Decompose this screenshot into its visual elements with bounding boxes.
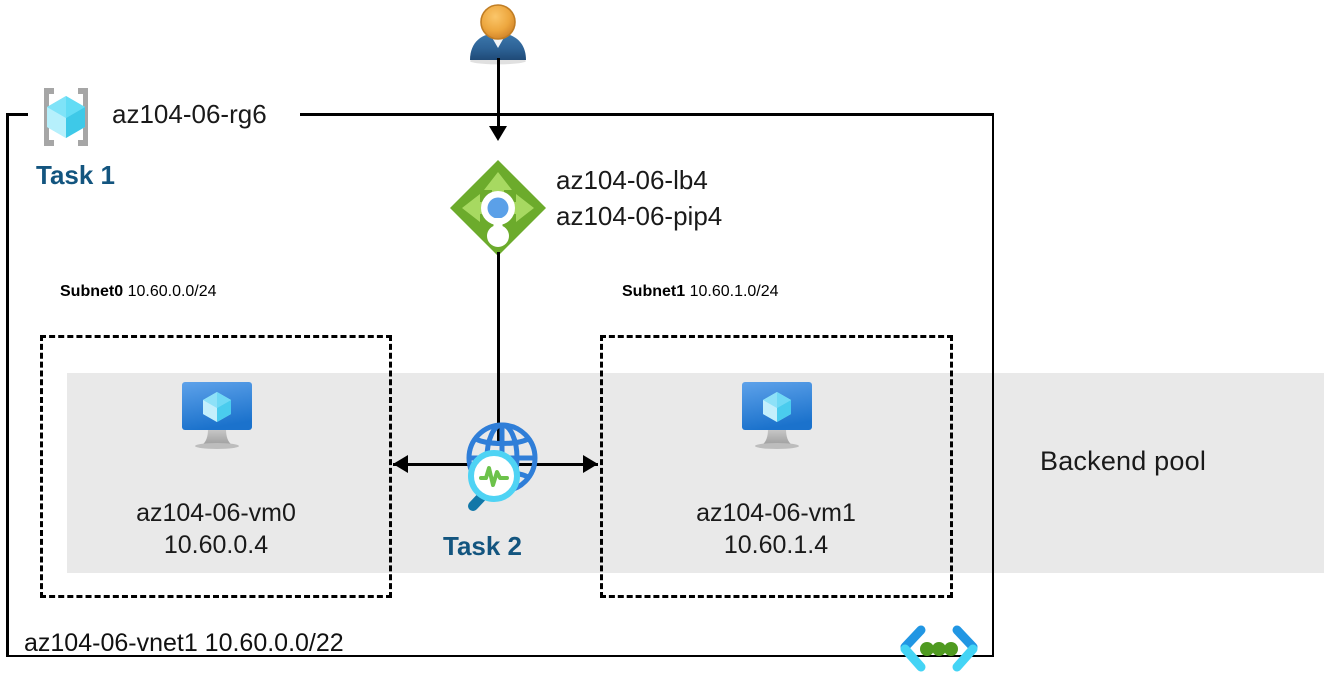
task-2-label: Task 2 — [443, 531, 523, 561]
user-icon — [460, 2, 536, 65]
virtual-machine-icon — [178, 379, 256, 451]
subnet1-caption: Subnet1 10.60.1.0/24 — [622, 283, 779, 301]
resource-group-border-bottom — [6, 654, 994, 657]
arrow-user-to-load-balancer — [496, 58, 500, 128]
task-1-label: Task 1 — [36, 160, 116, 190]
load-balancer-name: az104-06-lb4 — [556, 165, 708, 195]
subnet1-box — [600, 335, 953, 598]
vm0-ip: 10.60.0.4 — [163, 531, 269, 559]
subnet0-caption: Subnet0 10.60.0.0/24 — [60, 283, 217, 301]
resource-group-border-top-left — [6, 113, 28, 116]
subnet1-name: Subnet1 — [622, 283, 686, 300]
arrowhead-right-icon — [583, 455, 598, 473]
public-ip-name: az104-06-pip4 — [556, 200, 723, 231]
resource-group-icon — [28, 86, 104, 148]
connector-load-balancer-to-vnet — [496, 252, 500, 442]
load-balancer-icon — [446, 156, 550, 260]
vm1-name: az104-06-vm1 — [696, 499, 856, 527]
backend-pool-label: Backend pool — [1040, 446, 1207, 476]
arrowhead-down-icon — [489, 126, 507, 141]
vm1-ip: 10.60.1.4 — [723, 531, 829, 559]
resource-group-name: az104-06-rg6 — [112, 99, 267, 129]
virtual-machine-icon — [738, 379, 816, 451]
resource-group-border-right — [991, 113, 994, 657]
load-balancer-labels: az104-06-lb4 az104-06-pip4 — [556, 163, 722, 235]
resource-group-border-top-right — [300, 113, 994, 116]
vm0-caption: az104-06-vm0 10.60.0.4 — [108, 497, 324, 561]
subnet1-cidr: 10.60.1.0/24 — [689, 283, 779, 300]
virtual-network-icon — [893, 620, 985, 678]
resource-group-border-left — [6, 113, 9, 657]
subnet0-cidr: 10.60.0.0/24 — [127, 283, 217, 300]
network-watcher-icon — [452, 418, 548, 522]
subnet0-name: Subnet0 — [60, 283, 124, 300]
backend-pool-band — [67, 373, 1324, 573]
vm0-name: az104-06-vm0 — [136, 499, 296, 527]
vm1-caption: az104-06-vm1 10.60.1.4 — [668, 497, 884, 561]
arrowhead-left-icon — [393, 455, 408, 473]
vnet-label: az104-06-vnet1 10.60.0.0/22 — [24, 629, 344, 657]
subnet0-box — [40, 335, 392, 598]
